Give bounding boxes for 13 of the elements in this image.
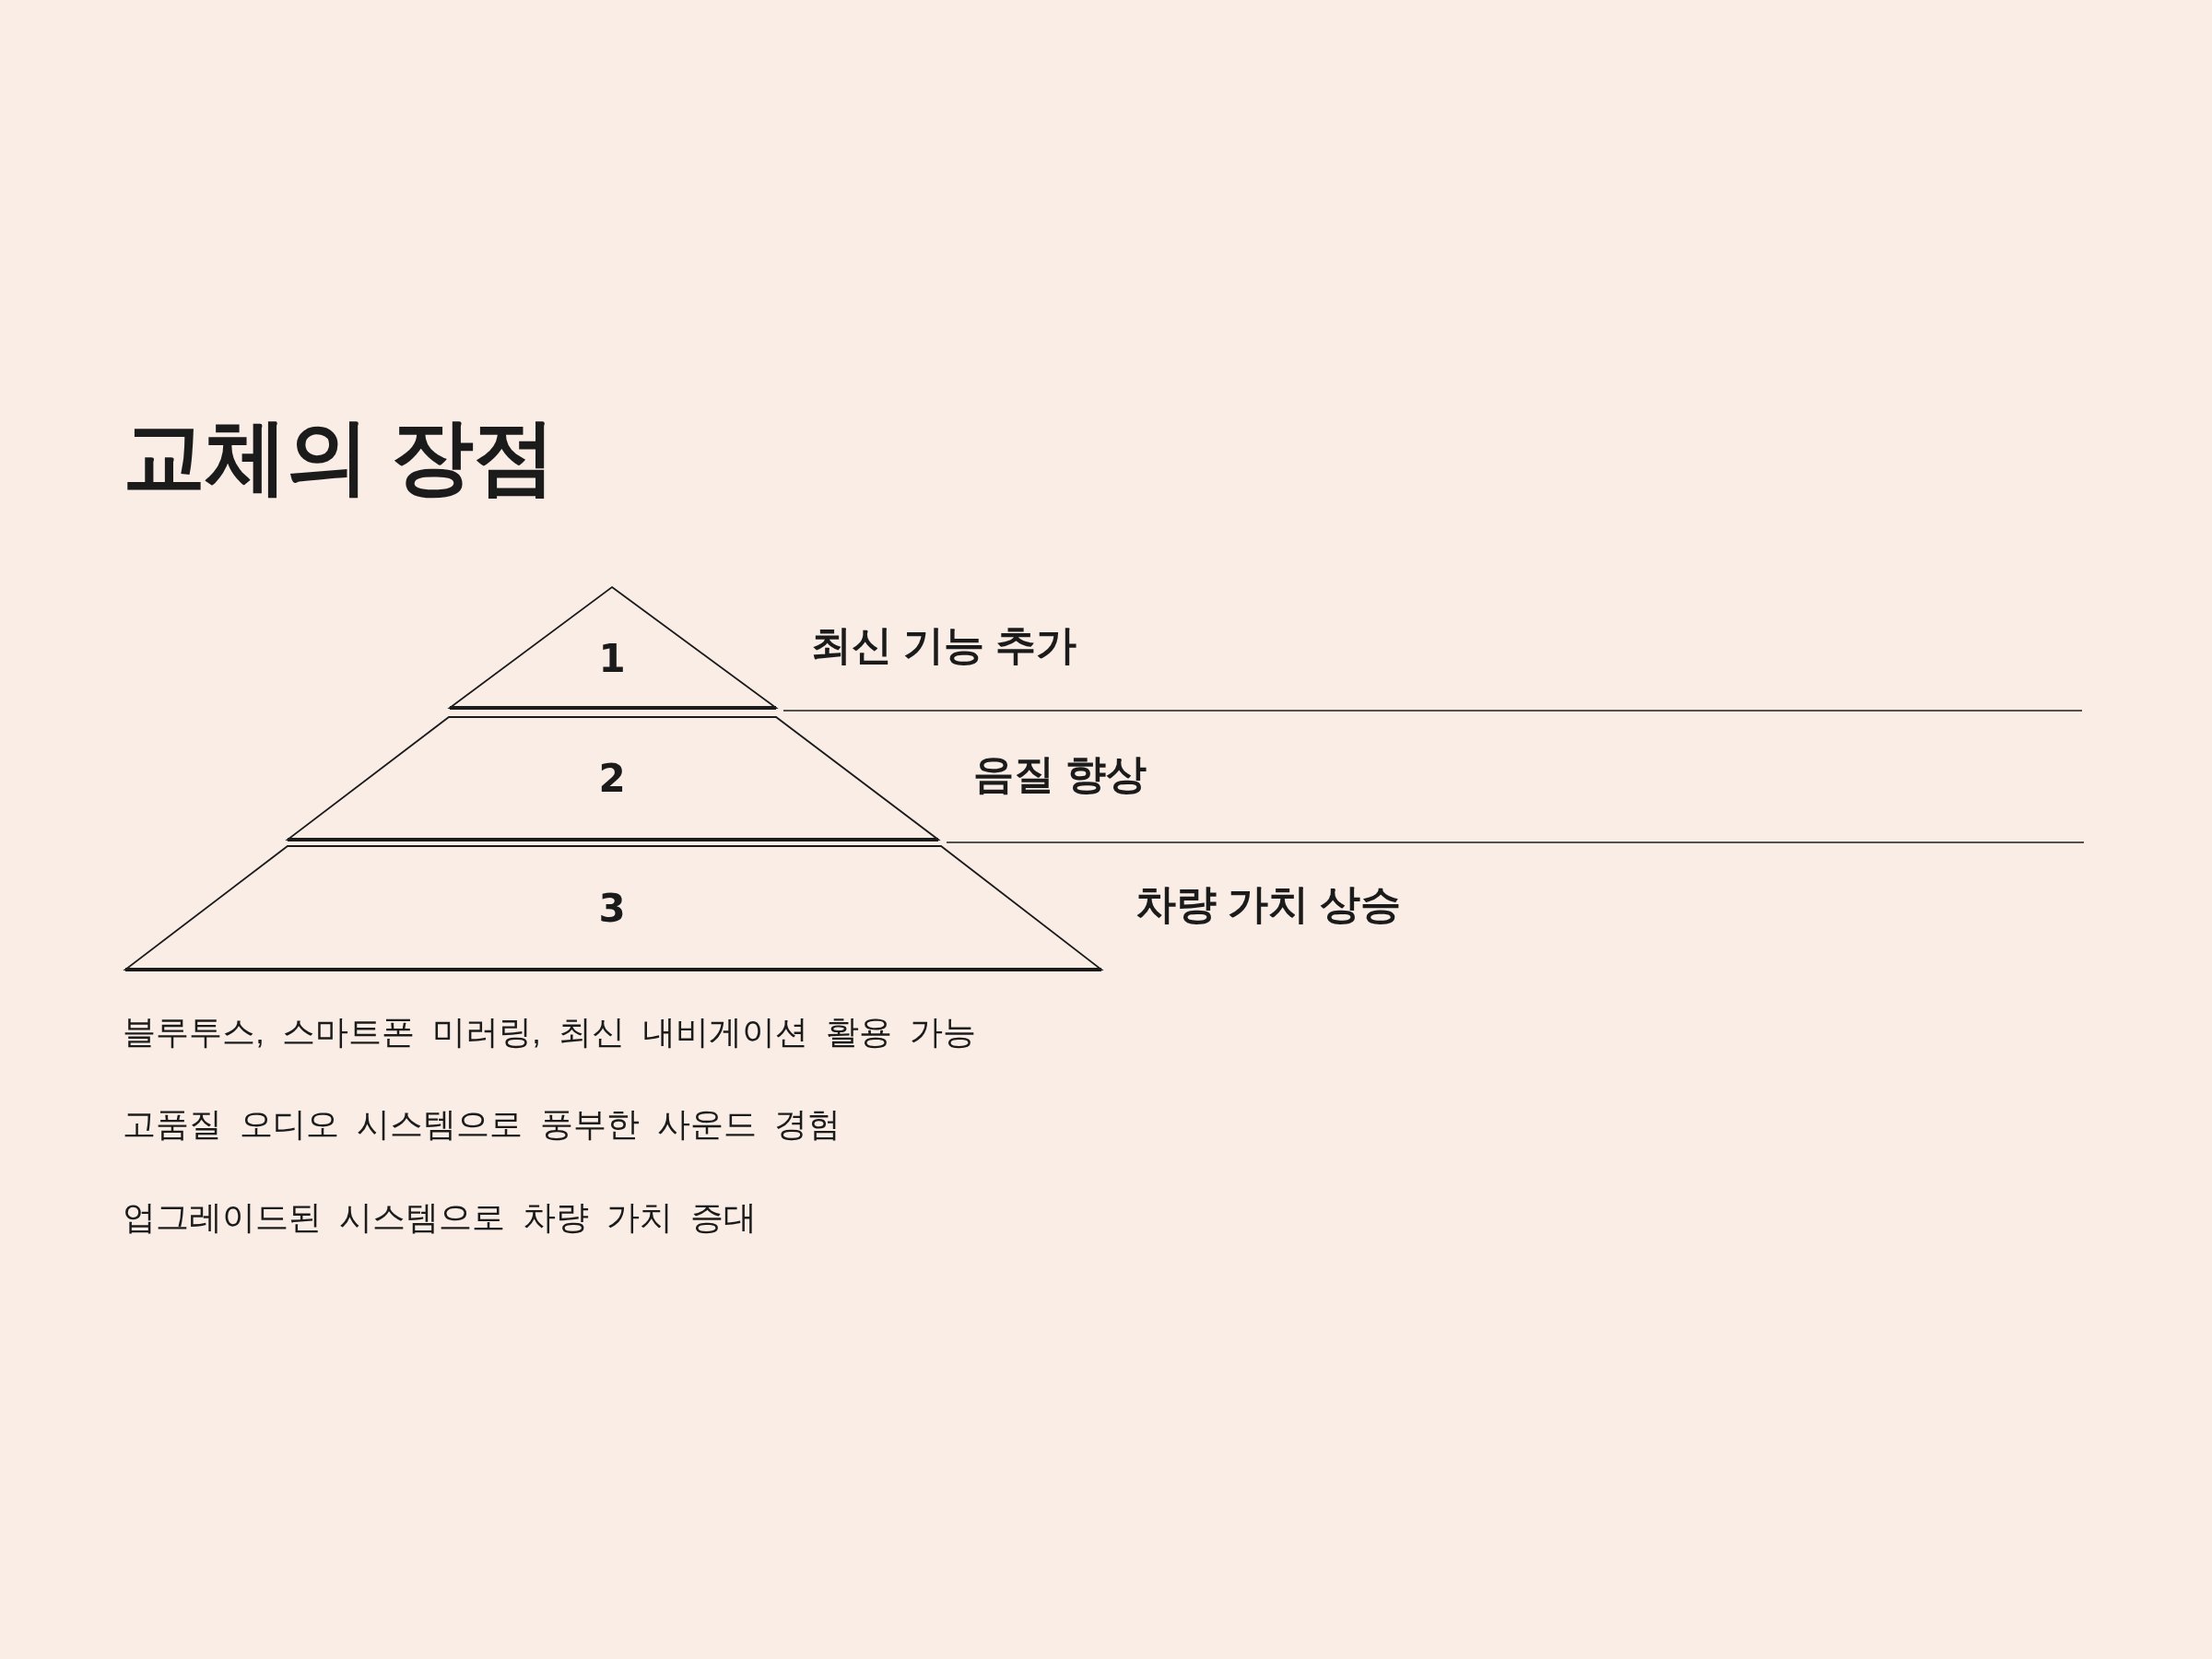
tier-number: 2 [598, 759, 626, 798]
pyramid-tier [448, 585, 778, 711]
description-text: 블루투스, 스마트폰 미러링, 최신 내비게이션 활용 가능 [123, 1016, 976, 1049]
pyramid-tier [124, 844, 1103, 972]
title: 교체의 장점 [123, 415, 555, 498]
description-text: 고품질 오디오 시스템으로 풍부한 사운드 경험 [123, 1108, 841, 1141]
tier-number: 3 [598, 889, 626, 928]
tier-heading: 최신 기능 추가 [811, 625, 1077, 665]
tier-number: 1 [598, 640, 626, 678]
tier-heading: 차량 가치 상승 [1135, 884, 1402, 924]
description-text: 업그레이드된 시스템으로 차량 가치 증대 [123, 1201, 757, 1234]
tier-heading: 음질 향상 [973, 754, 1147, 794]
pyramid-tier [286, 715, 940, 842]
